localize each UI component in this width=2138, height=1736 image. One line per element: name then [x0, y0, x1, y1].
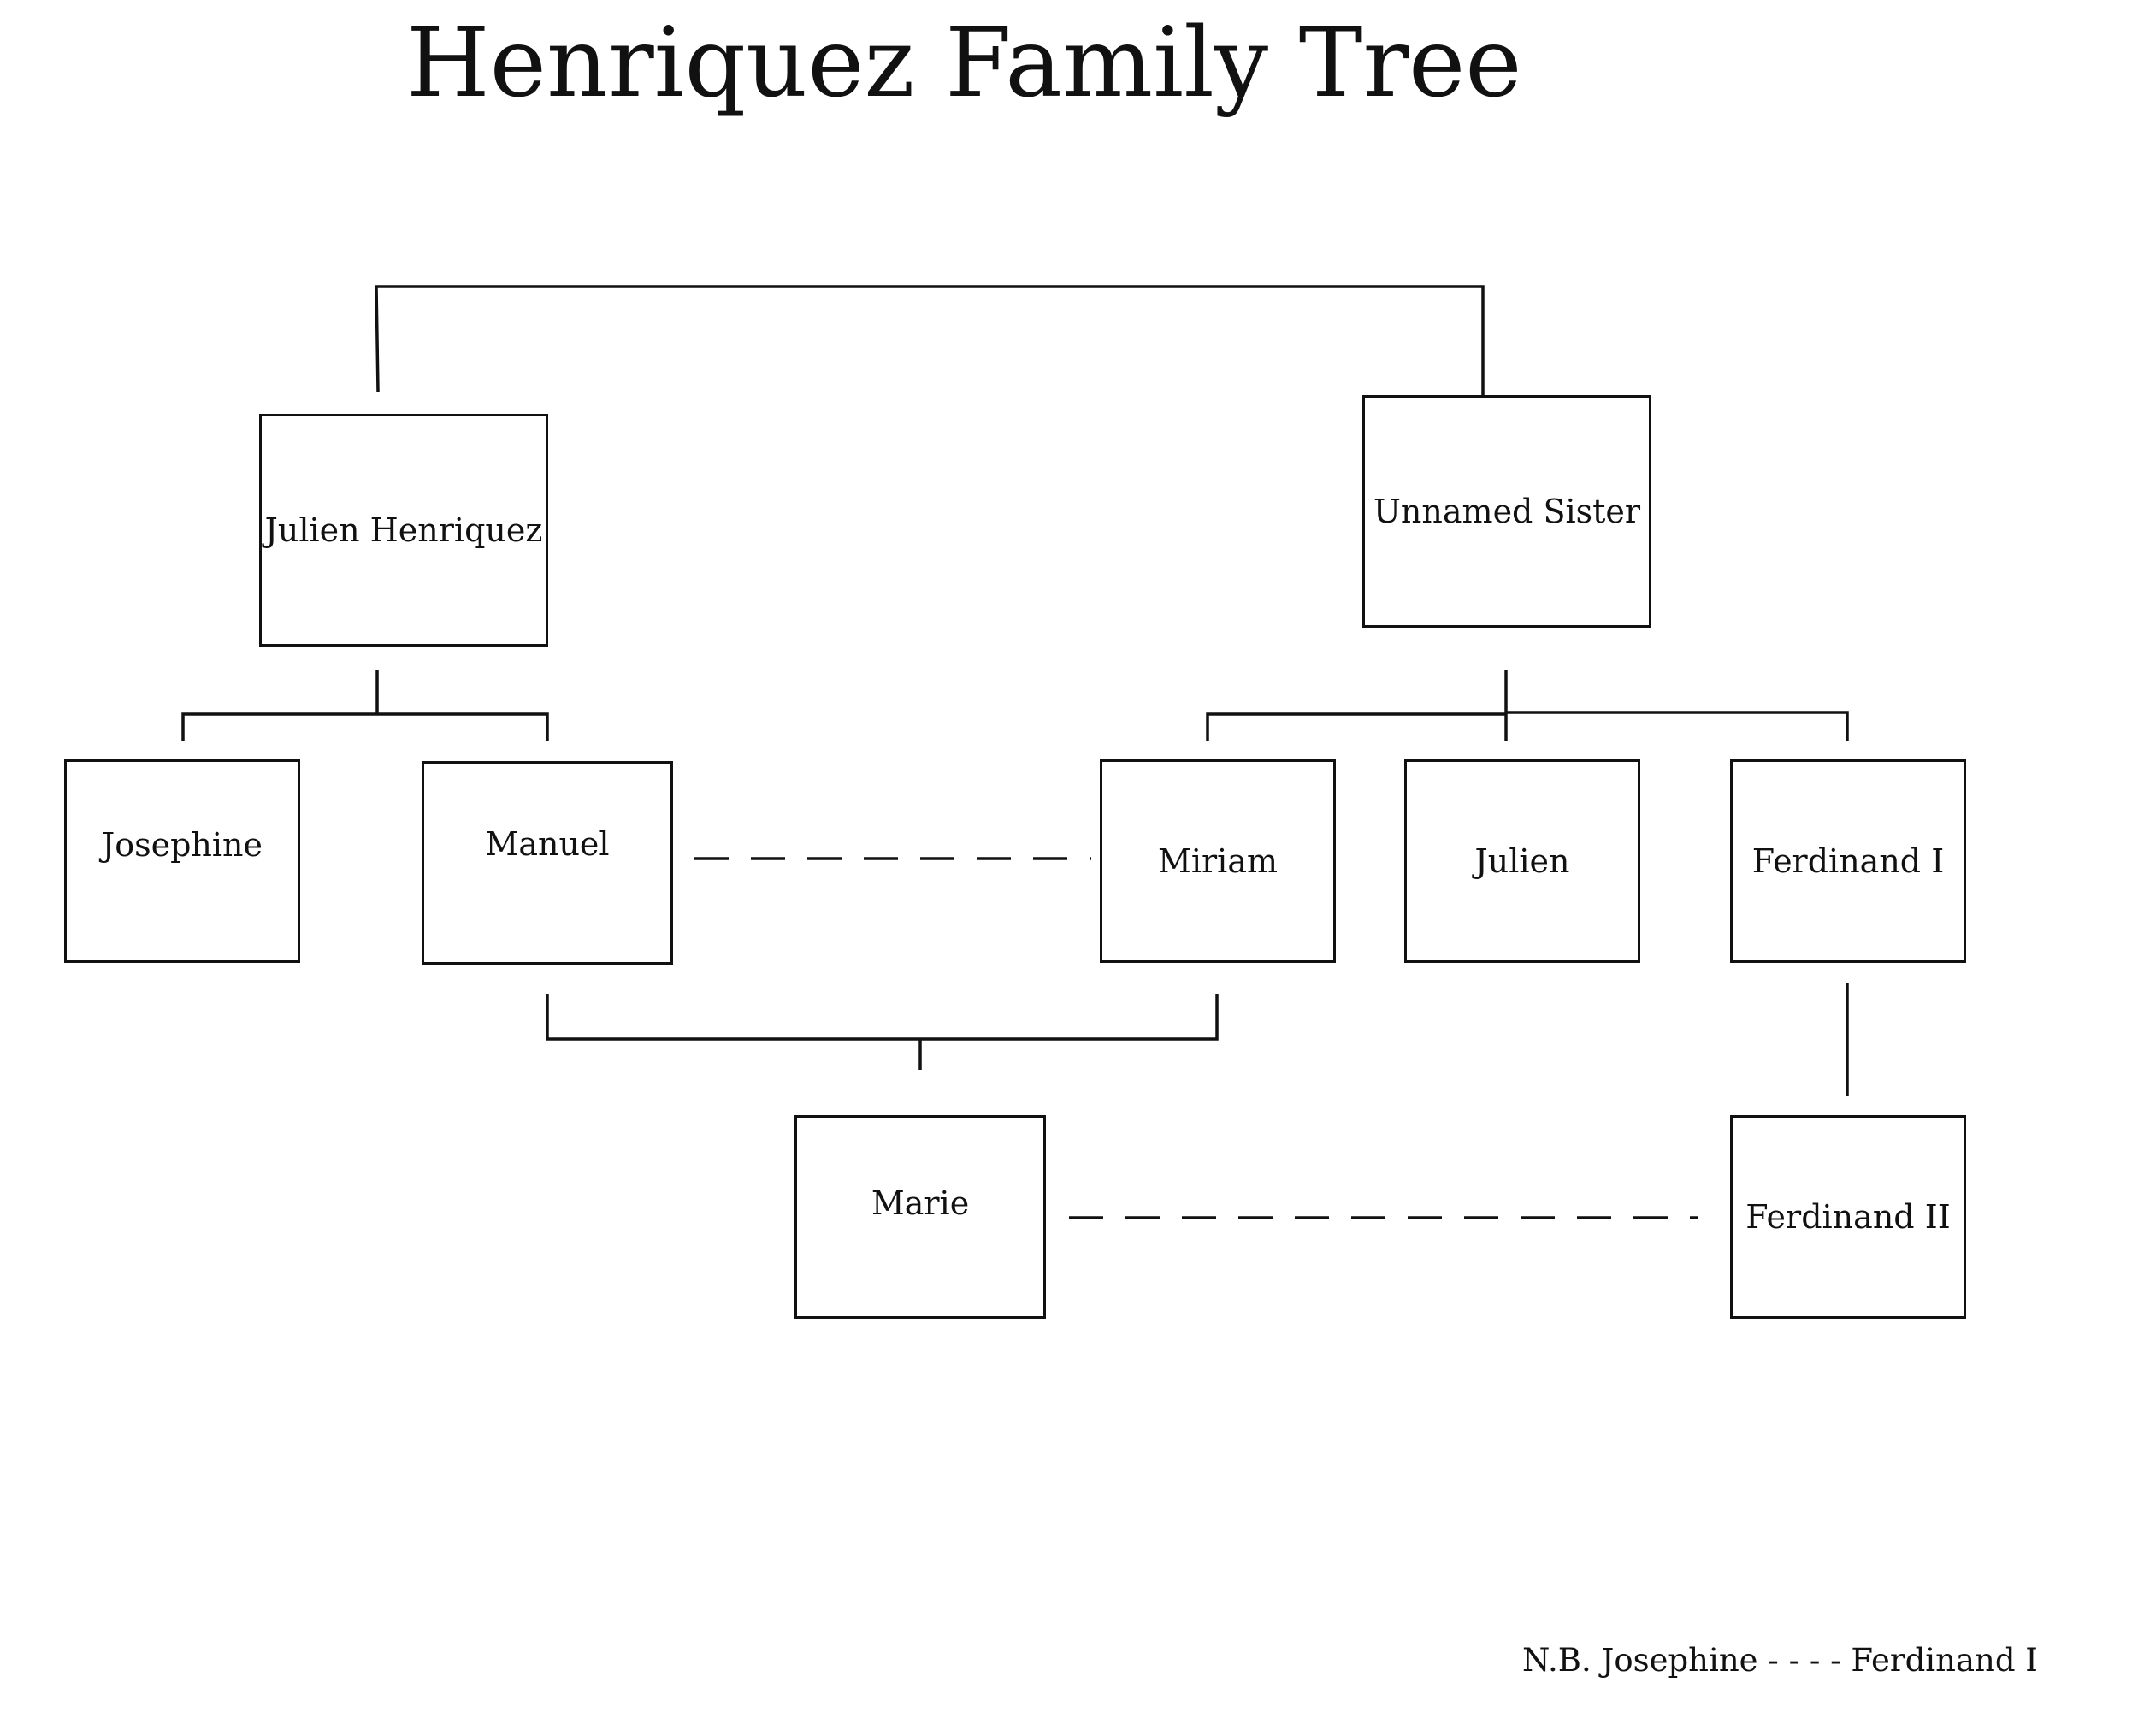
- person-josephine: Josephine: [64, 759, 300, 963]
- person-name: Josephine: [101, 826, 263, 864]
- person-name: Manuel: [485, 825, 610, 863]
- page-title: Henriquez Family Tree: [406, 8, 1522, 119]
- children-link-julien-henriquez: [181, 670, 549, 741]
- person-manuel: Manuel: [422, 761, 673, 965]
- person-name: Marie: [871, 1184, 970, 1222]
- person-name: Miriam: [1157, 842, 1279, 880]
- person-name: Ferdinand II: [1745, 1198, 1951, 1236]
- person-julien-henriquez: Julien Henriquez: [259, 414, 548, 647]
- person-marie: Marie: [794, 1115, 1046, 1319]
- person-miriam: Miriam: [1100, 759, 1336, 963]
- person-name: Julien Henriquez: [264, 511, 543, 549]
- children-link-unnamed-sister: [1206, 670, 1849, 741]
- person-julien: Julien: [1404, 759, 1640, 963]
- footnote: N.B. Josephine - - - - Ferdinand I: [1522, 1642, 2038, 1679]
- person-ferdinand-ii: Ferdinand II: [1730, 1115, 1966, 1319]
- children-link-manuel-miriam: [546, 994, 1219, 1070]
- person-ferdinand-i: Ferdinand I: [1730, 759, 1966, 963]
- person-unnamed-sister: Unnamed Sister: [1362, 395, 1651, 628]
- person-name: Julien: [1474, 842, 1570, 880]
- sibling-link-henriquez-sister: [375, 285, 1485, 395]
- person-name: Unnamed Sister: [1373, 493, 1641, 530]
- person-name: Ferdinand I: [1751, 842, 1945, 880]
